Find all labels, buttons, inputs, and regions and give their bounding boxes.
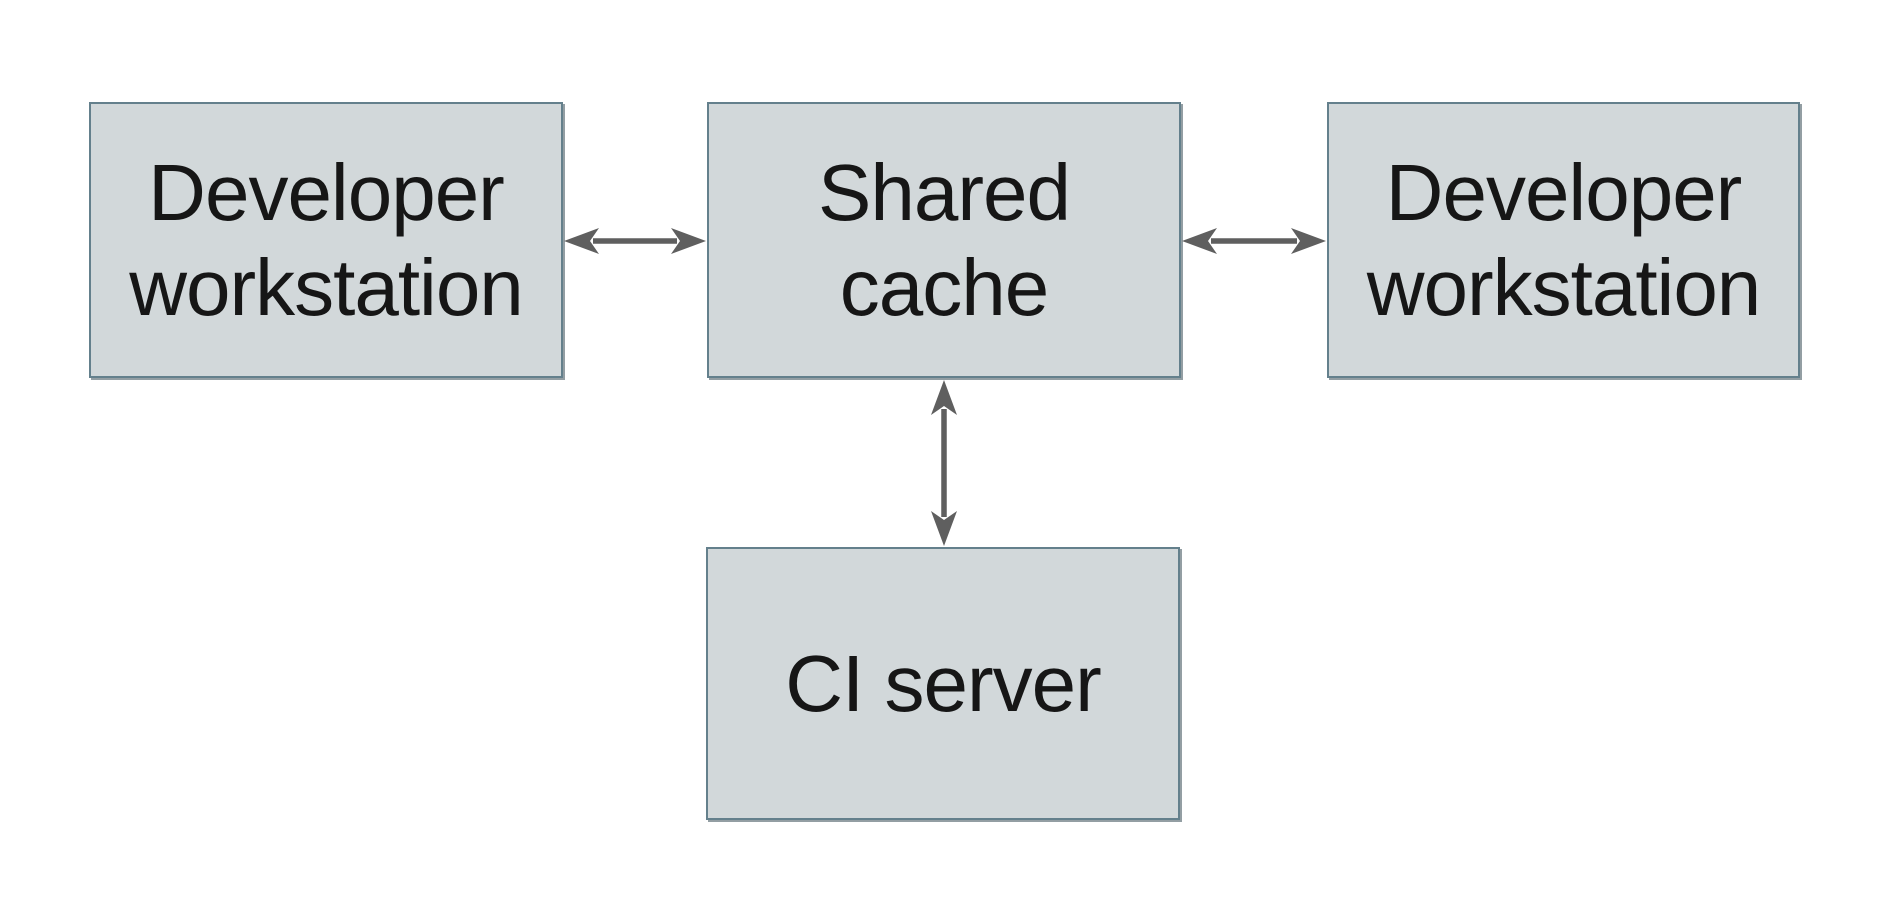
node-label-shared-cache: Shared cache bbox=[818, 148, 1071, 332]
double-arrow-vertical-icon bbox=[931, 380, 957, 546]
node-shared-cache: Shared cache bbox=[707, 102, 1181, 378]
node-ci-server: CI server bbox=[706, 547, 1180, 820]
double-arrow-horizontal-icon bbox=[564, 228, 706, 254]
edge-shared-cache-ci-server bbox=[929, 379, 959, 547]
node-label-ci-server: CI server bbox=[785, 639, 1101, 728]
double-arrow-horizontal-icon bbox=[1182, 228, 1326, 254]
node-developer-workstation-left: Developer workstation bbox=[89, 102, 563, 378]
edge-workstation-left-shared-cache bbox=[563, 226, 707, 256]
edge-shared-cache-workstation-right bbox=[1181, 226, 1327, 256]
node-label-developer-workstation-right: Developer workstation bbox=[1366, 148, 1762, 332]
node-label-developer-workstation-left: Developer workstation bbox=[129, 148, 524, 332]
node-developer-workstation-right: Developer workstation bbox=[1327, 102, 1800, 378]
